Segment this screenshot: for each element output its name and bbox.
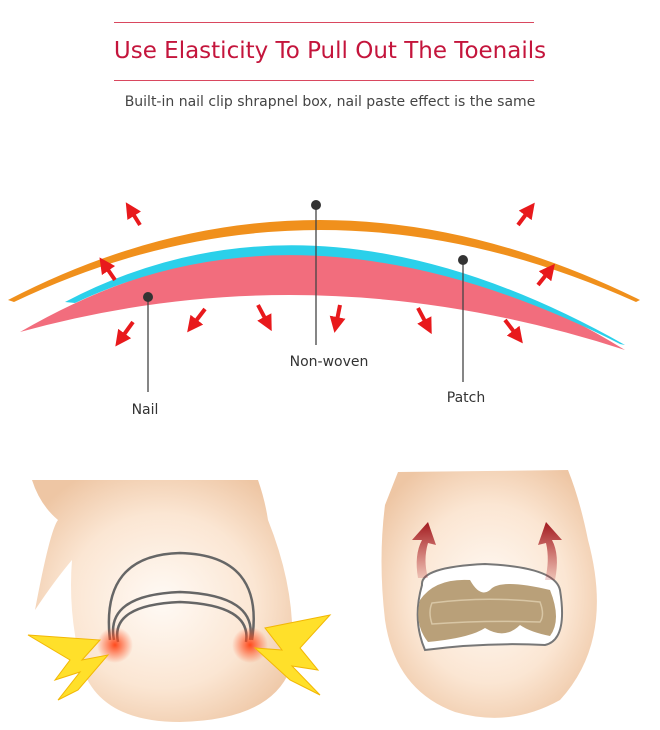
patch-strip: [418, 579, 556, 642]
ingrown-toenail-illustration: [27, 480, 332, 722]
patched-toenail-illustration: [381, 470, 597, 718]
force-arrows: [99, 202, 555, 347]
page-subtitle: Built-in nail clip shrapnel box, nail pa…: [124, 94, 536, 110]
pain-bolt-icon: [27, 634, 110, 701]
arrow-icon: [125, 202, 142, 227]
arrow-icon: [329, 304, 346, 333]
arrow-icon: [536, 263, 555, 287]
patch-layer: [8, 220, 640, 302]
nail-dot: [143, 292, 153, 302]
pain-bolt-icon: [253, 614, 332, 696]
arrow-icon: [416, 307, 432, 335]
lift-arrow-icon: [412, 522, 436, 578]
label-nail: Nail: [132, 402, 159, 418]
arrow-icon: [503, 318, 523, 344]
arrow-icon: [187, 307, 207, 333]
arrow-icon: [256, 304, 272, 332]
non-woven-layer: [65, 245, 625, 345]
arrow-icon: [516, 202, 535, 227]
label-patch: Patch: [447, 390, 485, 406]
lift-arrow-icon: [538, 522, 562, 580]
patch-dot: [458, 255, 468, 265]
page-title: Use Elasticity To Pull Out The Toenails: [113, 38, 547, 64]
arrow-icon: [99, 257, 117, 282]
label-non-woven: Non-woven: [290, 354, 369, 370]
arrow-icon: [115, 320, 135, 347]
title-rule-bottom: [114, 80, 534, 81]
title-rule-top: [114, 22, 534, 23]
nail-layer: [20, 250, 625, 350]
non-woven-dot: [311, 200, 321, 210]
